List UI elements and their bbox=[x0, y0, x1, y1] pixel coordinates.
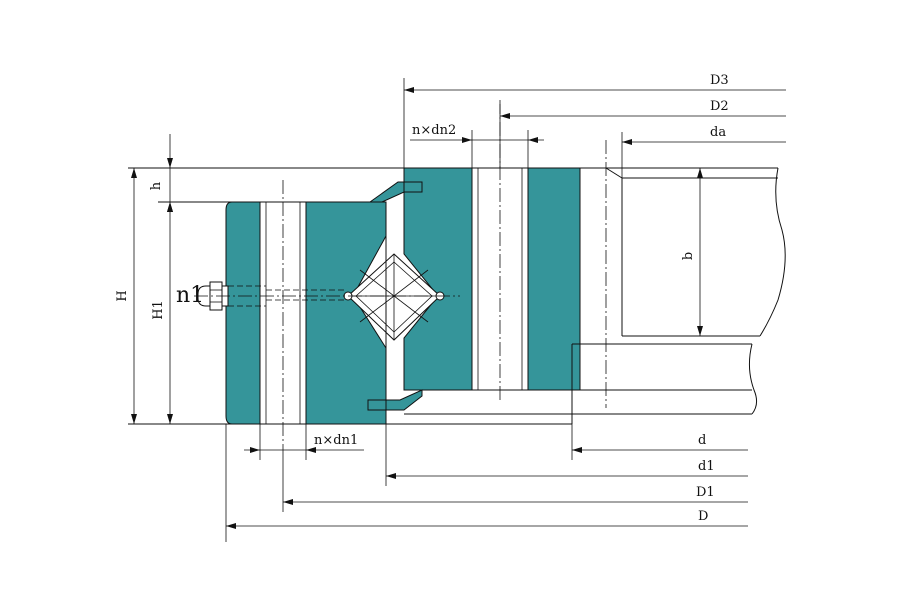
label-D1: D1 bbox=[696, 485, 715, 500]
dimension-b: b bbox=[681, 168, 703, 336]
label-D2: D2 bbox=[710, 99, 729, 114]
label-h: h bbox=[149, 181, 164, 190]
inner-ring-section bbox=[403, 100, 581, 400]
label-H: H bbox=[115, 290, 130, 301]
dimension-H: H bbox=[115, 168, 137, 424]
top-seal bbox=[368, 181, 423, 203]
dimension-D1: D1 bbox=[282, 448, 748, 512]
dimension-d: d bbox=[571, 424, 748, 460]
label-n1: n1 bbox=[176, 283, 204, 308]
label-D3: D3 bbox=[710, 73, 729, 88]
outer-ring-section bbox=[225, 180, 387, 448]
label-d: d bbox=[698, 433, 706, 448]
dimension-n-dn2: n×dn2 bbox=[410, 123, 544, 168]
label-D: D bbox=[698, 509, 708, 524]
dimension-d1: d1 bbox=[385, 424, 748, 486]
dimension-h: h bbox=[149, 134, 173, 212]
label-n-dn2: n×dn2 bbox=[412, 123, 456, 138]
bottom-seal bbox=[367, 389, 423, 411]
label-da: da bbox=[710, 125, 726, 140]
dimension-D: D bbox=[225, 424, 748, 542]
dimension-n-dn1: n×dn1 bbox=[244, 424, 364, 460]
label-b: b bbox=[681, 252, 696, 260]
label-n-dn1: n×dn1 bbox=[314, 433, 358, 448]
label-d1: d1 bbox=[698, 459, 715, 474]
lubrication-nipple bbox=[194, 281, 460, 311]
dimension-da: da bbox=[621, 125, 786, 178]
label-H1: H1 bbox=[151, 300, 166, 320]
dimension-D3: D3 bbox=[403, 73, 786, 168]
dimension-H1: H1 bbox=[151, 202, 173, 424]
dimension-D2: D2 bbox=[499, 99, 786, 168]
